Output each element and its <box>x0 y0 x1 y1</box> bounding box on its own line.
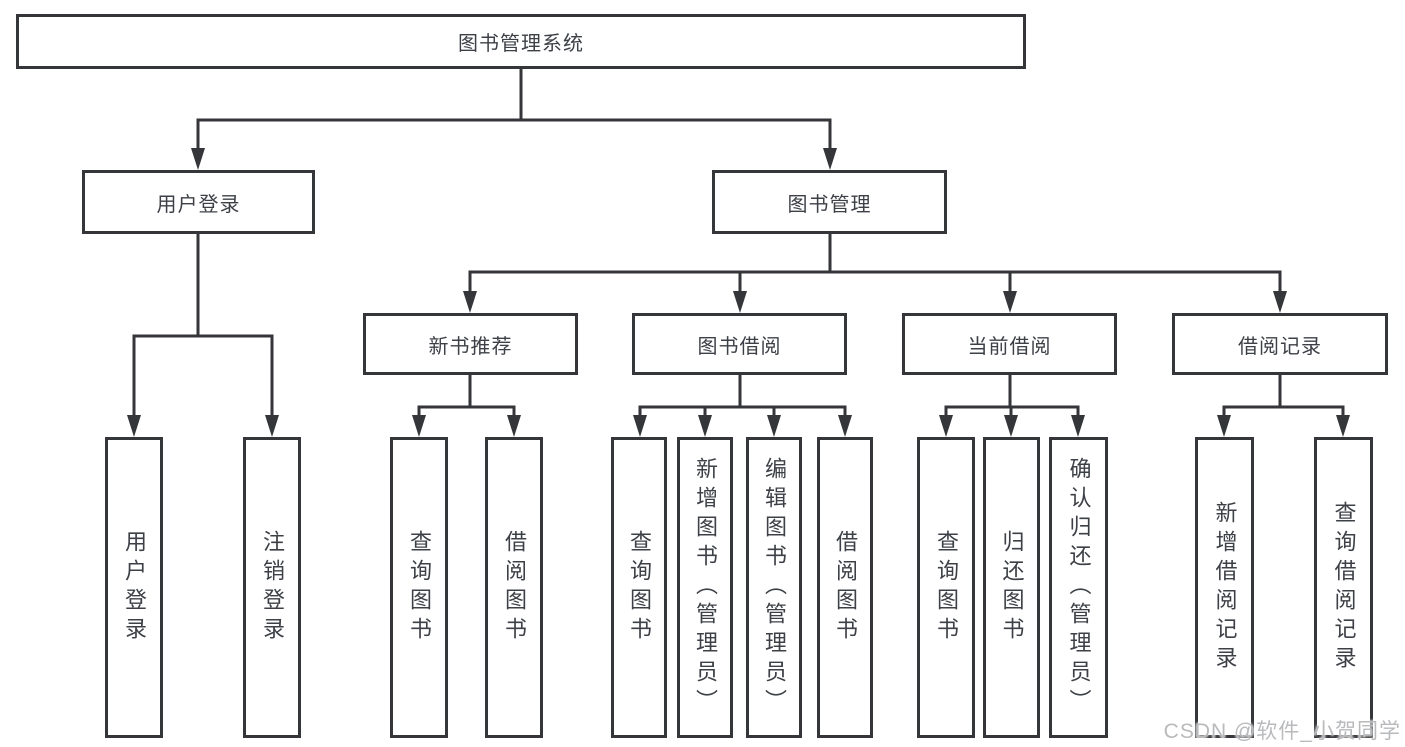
leaf-records-add-borrow-record: 新增借阅记录 <box>1195 437 1254 738</box>
leaf-recommend-query-books-label: 查询图书 <box>407 529 432 646</box>
leaf-recommend-query-books: 查询图书 <box>390 437 448 738</box>
node-book-borrowing: 图书借阅 <box>632 313 847 375</box>
node-book-management: 图书管理 <box>712 170 947 234</box>
leaf-borrowing-add-books-admin-label: 新增图书（管理员） <box>693 457 718 718</box>
leaf-current-confirm-return-admin-label: 确认归还（管理员） <box>1066 457 1092 718</box>
leaf-records-add-borrow-record-label: 新增借阅记录 <box>1212 500 1238 675</box>
leaf-logout-label: 注销登录 <box>260 529 285 646</box>
leaf-records-query-borrow-record-label: 查询借阅记录 <box>1331 500 1357 675</box>
csdn-watermark: CSDN @软件_小贺同学 <box>1163 720 1401 743</box>
leaf-current-query-books-label: 查询图书 <box>934 529 959 646</box>
leaf-borrowing-borrow-books: 借阅图书 <box>817 437 873 738</box>
node-current-borrowing-label: 当前借阅 <box>967 335 1052 358</box>
leaf-borrowing-edit-books-admin-label: 编辑图书（管理员） <box>762 457 787 718</box>
arrowheads <box>127 148 1350 437</box>
leaf-recommend-borrow-books: 借阅图书 <box>485 437 543 738</box>
leaf-user-login: 用户登录 <box>105 437 163 738</box>
leaf-current-query-books: 查询图书 <box>917 437 975 738</box>
node-borrowing-records-label: 借阅记录 <box>1238 335 1322 358</box>
leaf-borrowing-add-books-admin: 新增图书（管理员） <box>677 437 733 738</box>
node-library-management-system: 图书管理系统 <box>16 14 1026 69</box>
leaf-records-query-borrow-record: 查询借阅记录 <box>1314 437 1373 738</box>
leaf-borrowing-edit-books-admin: 编辑图书（管理员） <box>746 437 802 738</box>
connector-lines <box>132 67 1345 421</box>
leaf-current-return-books-label: 归还图书 <box>999 529 1025 646</box>
node-current-borrowing: 当前借阅 <box>902 313 1117 375</box>
node-book-management-label: 图书管理 <box>787 193 872 216</box>
node-borrowing-records: 借阅记录 <box>1172 313 1388 375</box>
leaf-borrowing-query-books-label: 查询图书 <box>627 529 652 646</box>
node-new-book-recommendation: 新书推荐 <box>363 313 578 375</box>
node-library-management-system-label: 图书管理系统 <box>458 33 584 55</box>
node-user-login: 用户登录 <box>82 170 315 234</box>
leaf-recommend-borrow-books-label: 借阅图书 <box>502 529 527 646</box>
leaf-current-confirm-return-admin: 确认归还（管理员） <box>1049 437 1108 738</box>
leaf-current-return-books: 归还图书 <box>983 437 1040 738</box>
node-new-book-recommendation-label: 新书推荐 <box>428 335 513 358</box>
node-book-borrowing-label: 图书借阅 <box>697 335 782 358</box>
leaf-logout: 注销登录 <box>243 437 301 738</box>
leaf-user-login-label: 用户登录 <box>122 529 147 646</box>
leaf-borrowing-query-books: 查询图书 <box>611 437 667 738</box>
node-user-login-label: 用户登录 <box>156 193 241 216</box>
leaf-borrowing-borrow-books-label: 借阅图书 <box>833 529 858 646</box>
